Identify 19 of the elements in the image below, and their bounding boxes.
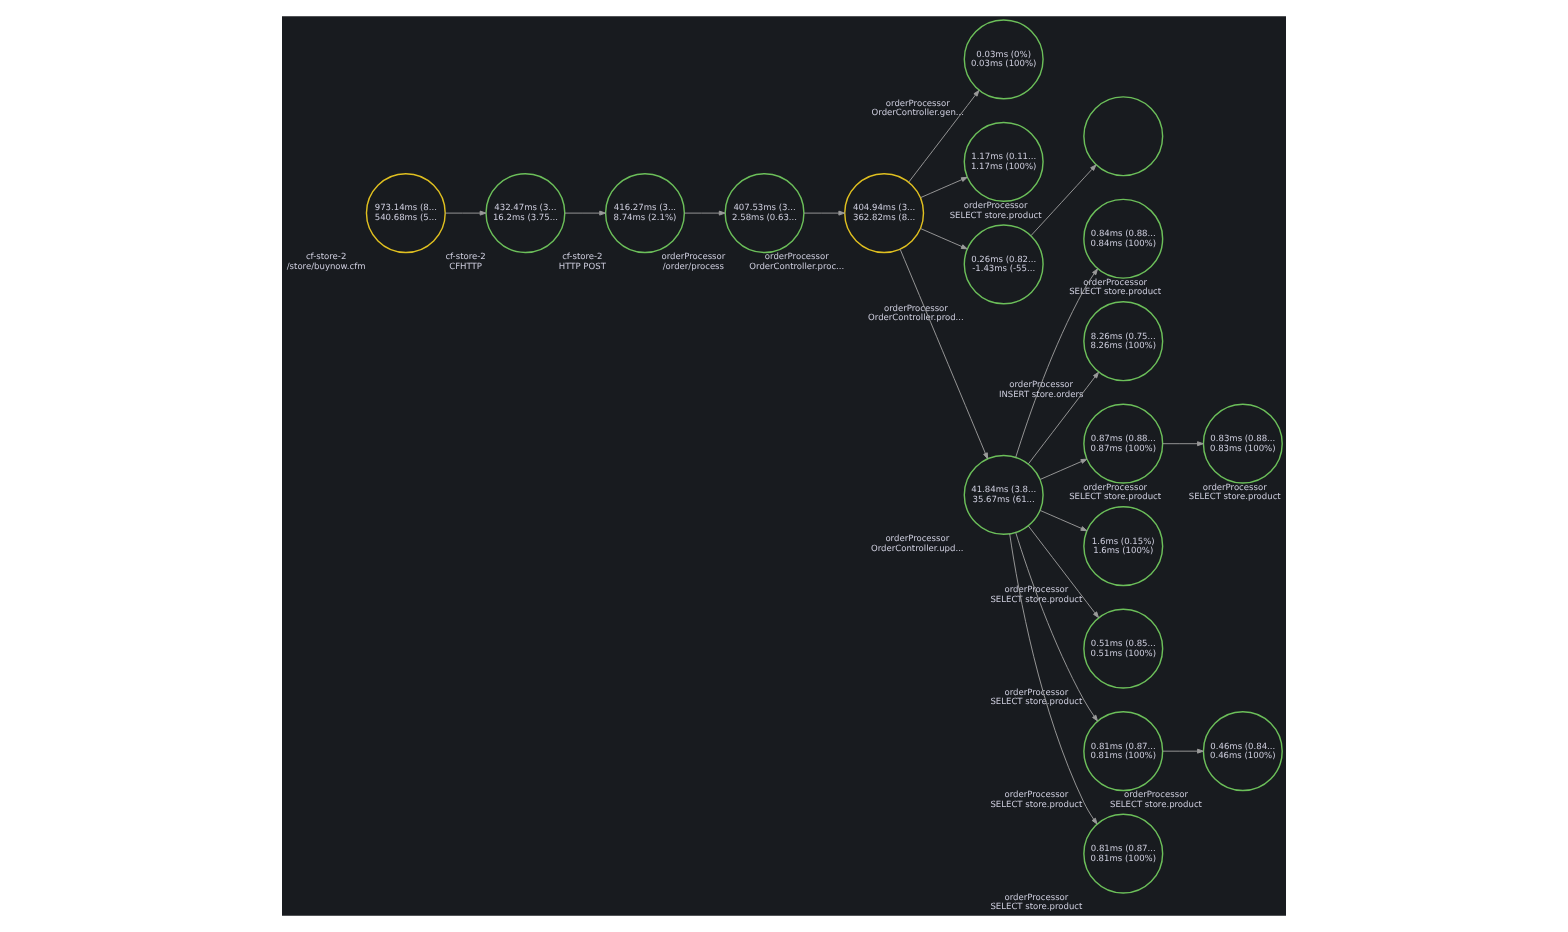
arrow [908, 89, 980, 183]
arrow [683, 210, 726, 216]
arrow [444, 210, 487, 216]
arrow [1009, 533, 1098, 825]
arrow [920, 228, 968, 250]
arrow [803, 210, 846, 216]
arrow [1027, 525, 1099, 619]
arrow [1162, 748, 1204, 754]
arrow [899, 248, 989, 460]
arrow [920, 176, 968, 199]
arrow [1015, 532, 1098, 722]
arrow [564, 210, 606, 216]
arrow [1027, 371, 1099, 465]
arrow [1162, 441, 1204, 447]
arrow [1015, 268, 1098, 458]
node-circle [1083, 96, 1164, 177]
arrow [1030, 164, 1097, 237]
arrow [1039, 510, 1088, 532]
arrow [1039, 458, 1088, 480]
